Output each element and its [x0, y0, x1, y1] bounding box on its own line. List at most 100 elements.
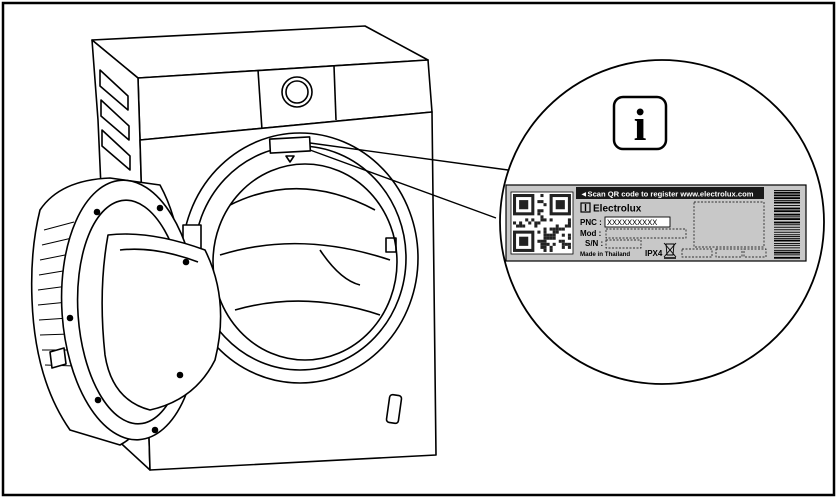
qr-module	[519, 221, 523, 225]
barcode-bar	[774, 190, 800, 191]
panel-divider-right	[333, 65, 337, 121]
door-glass-highlight	[119, 248, 199, 263]
barcode-bar	[774, 205, 800, 206]
door-screw	[93, 208, 101, 216]
qr-module	[558, 227, 562, 231]
barcode-bar	[774, 236, 800, 237]
qr-module	[540, 200, 544, 204]
qr-module	[534, 221, 538, 225]
drum-rib-3	[234, 300, 381, 316]
machine-door	[30, 177, 222, 446]
qr-module	[552, 242, 556, 246]
door-screw	[182, 258, 190, 266]
qr-module	[555, 227, 559, 231]
drum-rib-1	[229, 187, 376, 211]
qr-module	[567, 245, 571, 249]
weee-bin-icon	[663, 242, 677, 259]
qr-module	[543, 218, 547, 222]
barcode-bar	[774, 191, 800, 194]
qr-module	[543, 230, 547, 234]
barcode-bar	[774, 244, 800, 246]
barcode-bar	[774, 239, 800, 242]
qr-module	[537, 200, 541, 204]
door-glass	[101, 233, 222, 411]
qr-module	[525, 218, 529, 222]
side-vent-3	[101, 129, 131, 171]
barcode-bar	[774, 256, 800, 259]
door-screw	[176, 371, 184, 379]
info-icon: i	[612, 95, 668, 151]
qr-module	[552, 230, 556, 234]
barcode-bar	[774, 221, 800, 224]
qr-module	[516, 224, 520, 228]
qr-module	[549, 248, 553, 252]
barcode-bar	[774, 207, 800, 210]
qr-module	[537, 221, 541, 225]
barcode-bar	[774, 234, 800, 236]
qr-module	[540, 239, 544, 243]
qr-module	[567, 221, 571, 225]
mod-label: Mod :	[580, 229, 601, 238]
label-banner-text: ◄Scan QR code to register www.electrolux…	[580, 190, 754, 199]
qr-module	[558, 239, 562, 243]
rating-label-location	[268, 136, 312, 154]
qr-module	[549, 227, 553, 231]
barcode-bar	[774, 226, 800, 228]
qr-module	[540, 218, 544, 222]
qr-module	[528, 221, 532, 225]
barcode-bar	[774, 201, 800, 204]
qr-module	[540, 209, 544, 213]
side-vent-2	[100, 99, 130, 141]
qr-module	[537, 230, 541, 234]
qr-module	[549, 236, 553, 240]
qr-module	[552, 236, 556, 240]
pnc-value-box	[604, 216, 671, 228]
qr-code	[510, 191, 574, 255]
barcode-bar	[774, 210, 800, 213]
qr-module	[567, 218, 571, 222]
qr-module	[534, 224, 538, 228]
drum	[212, 163, 398, 361]
door-latch-receiver	[385, 237, 397, 253]
pnc-label: PNC :	[580, 218, 602, 227]
qr-module	[564, 224, 568, 228]
qr-module	[543, 236, 547, 240]
info-glyph: i	[634, 99, 647, 150]
qr-module	[564, 242, 568, 246]
qr-module	[561, 227, 565, 231]
barcode-bar	[774, 229, 800, 231]
drum-paddle	[319, 249, 361, 286]
qr-module	[537, 239, 541, 243]
qr-module	[561, 245, 565, 249]
barcode-bar	[774, 199, 800, 201]
qr-module	[540, 242, 544, 246]
barcode-bar	[774, 231, 800, 233]
mod-field	[605, 228, 687, 239]
callout-line-upper	[309, 142, 509, 171]
barcode-bar	[774, 243, 800, 244]
qr-module	[519, 224, 523, 228]
qr-module	[546, 236, 550, 240]
qr-module	[567, 236, 571, 240]
callout-lines	[309, 142, 509, 219]
sn-field	[605, 239, 642, 249]
brand-name: Electrolux	[593, 204, 642, 215]
qr-module	[549, 233, 553, 237]
callout-line-lower	[309, 149, 497, 219]
qr-finder	[555, 200, 565, 210]
placeholder-fields	[681, 201, 767, 258]
barcode-bar	[774, 249, 800, 251]
drum-rib-2	[219, 242, 391, 261]
qr-module	[546, 233, 550, 237]
barcode-bar	[774, 213, 800, 216]
qr-module	[552, 233, 556, 237]
sn-label: S/N :	[585, 239, 603, 248]
rating-plate: ◄Scan QR code to register www.electrolux…	[505, 184, 807, 262]
qr-module	[549, 218, 553, 222]
barcode-bar	[774, 218, 800, 220]
barcode	[774, 190, 800, 259]
qr-module	[555, 230, 559, 234]
